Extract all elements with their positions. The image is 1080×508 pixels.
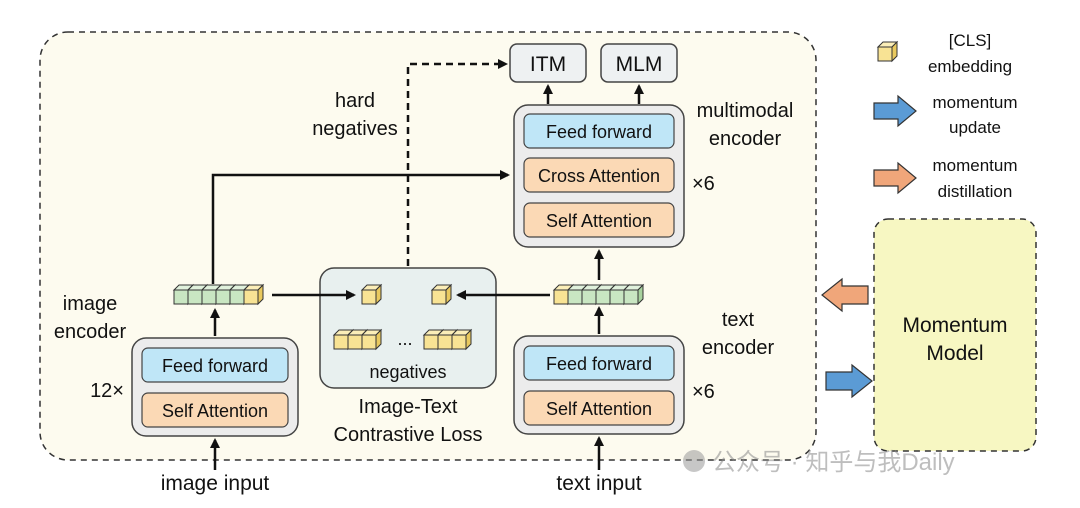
text-encoder-label-2: encoder bbox=[702, 337, 775, 359]
image-encoder-label-1: image bbox=[63, 293, 117, 315]
image-embedding-cubes-icon bbox=[173, 284, 264, 305]
negative-image-cubes-icon bbox=[333, 329, 382, 350]
img-self-attention-box bbox=[141, 392, 289, 428]
momentum-model-label-2: Model bbox=[926, 342, 983, 365]
negative-text-cubes-icon bbox=[423, 329, 472, 350]
hard-negatives-label-2: negatives bbox=[312, 118, 398, 140]
img-feed-forward-label: Feed forward bbox=[162, 356, 268, 376]
txt-feed-forward-box bbox=[523, 345, 675, 381]
flow-arrows bbox=[210, 59, 644, 470]
legend-distill-arrow-icon bbox=[873, 161, 917, 195]
mm-cross-attention-box bbox=[523, 157, 675, 193]
mm-self-attention-box bbox=[523, 202, 675, 238]
wechat-icon bbox=[683, 450, 705, 472]
mm-cross-attention-label: Cross Attention bbox=[538, 166, 660, 186]
mm-self-attention-label: Self Attention bbox=[546, 211, 652, 231]
itm-label: ITM bbox=[530, 53, 566, 76]
momentum-model-box bbox=[873, 218, 1037, 452]
text-cls-cube-icon bbox=[431, 284, 452, 305]
legend-distill-label-1: momentum bbox=[932, 156, 1017, 175]
update-arrow-icon bbox=[825, 363, 873, 399]
image-x12-label: 12× bbox=[90, 380, 124, 402]
legend-distill-label-2: distillation bbox=[938, 182, 1013, 201]
negatives-label: negatives bbox=[369, 362, 446, 382]
image-encoder-label-2: encoder bbox=[54, 321, 127, 343]
legend-update-label-1: momentum bbox=[932, 93, 1017, 112]
contrastive-label-2: Contrastive Loss bbox=[334, 424, 483, 446]
img-feed-forward-box bbox=[141, 347, 289, 383]
watermark-text: 公众号 · 知乎与我Daily bbox=[712, 449, 955, 476]
itm-box bbox=[509, 43, 587, 83]
legend-cls-label-2: embedding bbox=[928, 57, 1012, 76]
contrastive-label-1: Image-Text bbox=[359, 396, 458, 418]
mm-feed-forward-label: Feed forward bbox=[546, 122, 652, 142]
momentum-model-label-1: Momentum bbox=[902, 314, 1007, 337]
txt-feed-forward-label: Feed forward bbox=[546, 354, 652, 374]
mlm-box bbox=[600, 43, 678, 83]
text-x6-label: ×6 bbox=[692, 381, 715, 403]
legend-cls-cube-icon bbox=[877, 41, 898, 62]
img-self-attention-label: Self Attention bbox=[162, 401, 268, 421]
mlm-label: MLM bbox=[616, 53, 663, 76]
negatives-ellipsis: ... bbox=[397, 329, 412, 349]
txt-self-attention-label: Self Attention bbox=[546, 399, 652, 419]
image-cls-cube-icon bbox=[361, 284, 382, 305]
text-input-label: text input bbox=[556, 472, 641, 495]
hard-negatives-label-1: hard bbox=[335, 90, 375, 112]
multimodal-encoder-label-1: multimodal bbox=[697, 100, 794, 122]
multimodal-encoder-label-2: encoder bbox=[709, 128, 782, 150]
distillation-arrow-icon bbox=[821, 277, 869, 313]
legend-cls-label-1: [CLS] bbox=[949, 31, 992, 50]
mm-feed-forward-box bbox=[523, 113, 675, 149]
txt-self-attention-box bbox=[523, 390, 675, 426]
legend-update-arrow-icon bbox=[873, 94, 917, 128]
watermark: 公众号 · 知乎与我Daily bbox=[683, 449, 955, 476]
legend-update-label-2: update bbox=[949, 118, 1001, 137]
text-embedding-cubes-icon bbox=[553, 284, 644, 305]
text-encoder-label-1: text bbox=[722, 309, 755, 331]
multimodal-x6-label: ×6 bbox=[692, 173, 715, 195]
image-input-label: image input bbox=[161, 472, 270, 495]
